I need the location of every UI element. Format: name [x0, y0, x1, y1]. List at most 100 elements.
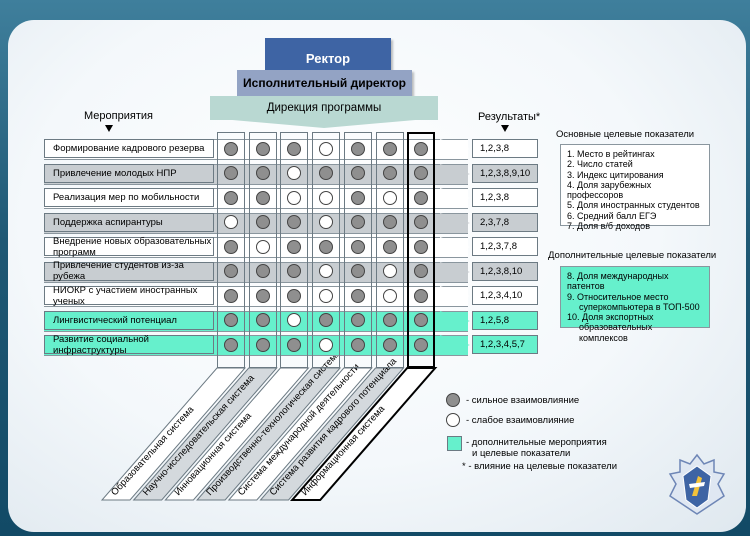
strong-interaction-icon [224, 288, 238, 303]
system-column [375, 132, 404, 368]
strong-interaction-icon [414, 288, 429, 303]
strong-interaction-icon [255, 288, 270, 303]
strong-interaction-icon [350, 337, 365, 352]
system-bar [196, 367, 342, 501]
strong-interaction-icon [350, 313, 365, 327]
system-column [248, 132, 277, 368]
activity-row: Формирование кадрового резерва [44, 139, 214, 158]
indicator-item: 7. Доля в/б доходов [567, 221, 650, 232]
strong-interaction-icon [224, 264, 238, 278]
weak-interaction-icon [319, 141, 334, 156]
row-arrow-icon [440, 237, 470, 257]
activity-row: Поддержка аспирантуры [44, 212, 214, 232]
strong-interaction-icon [319, 166, 334, 180]
additional-indicators-box: 8. Доля международных патентов 9. Относи… [560, 266, 710, 343]
strong-interaction-icon [414, 239, 429, 254]
system-bar [259, 367, 405, 501]
strong-interaction-icon [287, 264, 302, 278]
weak-interaction-icon [287, 166, 302, 180]
strong-interaction-icon [287, 239, 302, 254]
system-column [280, 132, 309, 368]
strong-interaction-icon [224, 166, 238, 180]
legend-strong-label: - сильное взаимовлияние [466, 395, 580, 406]
result-cell: 2,3,7,8 [472, 212, 538, 232]
legend-additional-label-2: и целевые показатели [472, 448, 571, 459]
strong-interaction-icon [414, 215, 429, 229]
row-arrow-icon [440, 163, 470, 184]
row-arrow-icon [440, 188, 470, 208]
strong-interaction-icon [382, 141, 397, 156]
strong-interaction-icon [224, 337, 238, 352]
weak-interaction-icon [319, 264, 334, 278]
legend-asterisk-label: * - влияние на целевые показатели [462, 461, 617, 472]
activities-header: Мероприятия [84, 110, 153, 122]
indicator-item: 1. Место в рейтингах [567, 149, 655, 159]
activity-row: Привлечение студентов из-за рубежа [44, 260, 214, 282]
additional-indicators-title: Дополнительные целевые показатели [548, 250, 717, 261]
activity-row: Лингвистический потенциал [44, 310, 214, 330]
executive-director-box: Исполнительный директор [237, 70, 412, 96]
indicator-item: 8. Доля международных патентов [567, 271, 669, 292]
weak-interaction-icon [319, 190, 334, 205]
main-indicators-title: Основные целевые показатели [556, 129, 695, 140]
system-bar [100, 367, 247, 501]
system-bar [164, 367, 310, 501]
system-bar [227, 367, 373, 501]
result-cell: 1,2,5,8 [472, 310, 538, 330]
weak-interaction-icon [382, 288, 397, 303]
strong-interaction-icon [319, 313, 334, 327]
indicator-item: 5. Доля иностранных студентов [567, 200, 700, 211]
strong-interaction-icon [382, 313, 397, 327]
strong-interaction-icon [382, 166, 397, 180]
activity-row: Реализация мер по мобильности [44, 188, 214, 207]
strong-interaction-icon [255, 215, 270, 229]
directorate-arrow [210, 118, 438, 128]
indicator-item: 9. Относительное место [567, 291, 669, 302]
strong-interaction-icon [414, 166, 429, 180]
strong-interaction-icon [414, 141, 429, 156]
activity-row: Внедрение новых образовательных программ [44, 236, 214, 258]
result-cell: 1,2,3,7,8 [472, 237, 538, 256]
strong-interaction-icon [350, 264, 365, 278]
weak-interaction-icon [255, 239, 270, 254]
system-column [312, 132, 341, 368]
indicator-item: 10. Доля экспортных [567, 312, 654, 323]
result-cell: 1,2,3,4,5,7 [472, 335, 538, 354]
system-bar [290, 367, 438, 501]
legend-strong-icon [446, 393, 460, 407]
result-cell: 1,2,3,4,10 [472, 286, 538, 305]
indicator-item: образовательных комплексов [579, 322, 653, 343]
strong-interaction-icon [382, 239, 397, 254]
activity-row: Привлечение молодых НПР [44, 163, 214, 183]
indicator-item: 2. Число статей [567, 159, 633, 170]
weak-interaction-icon [382, 264, 397, 278]
result-cell: 1,2,3,8,10 [472, 261, 538, 281]
strong-interaction-icon [382, 215, 397, 229]
system-column [407, 132, 436, 368]
strong-interaction-icon [255, 313, 270, 327]
legend-additional-label: - дополнительные мероприятия [466, 437, 607, 448]
strong-interaction-icon [287, 288, 302, 303]
strong-interaction-icon [224, 239, 238, 254]
main-indicators-box: 1. Место в рейтингах 2. Число статей 3. … [560, 144, 710, 231]
results-arrow-icon [501, 125, 509, 132]
legend-weak-label: - слабое взаимовлияние [466, 415, 575, 426]
row-arrow-icon [440, 261, 470, 282]
row-arrow-icon [440, 310, 470, 331]
strong-interaction-icon [414, 313, 429, 327]
strong-interaction-icon [414, 264, 429, 278]
row-arrow-icon [440, 286, 470, 306]
strong-interaction-icon [255, 337, 270, 352]
strong-interaction-icon [255, 190, 270, 205]
result-cell: 1,2,3,8,9,10 [472, 163, 538, 183]
strong-interaction-icon [224, 141, 238, 156]
results-header: Результаты* [478, 111, 541, 123]
strong-interaction-icon [255, 166, 270, 180]
weak-interaction-icon [224, 215, 238, 229]
university-emblem-icon [668, 453, 726, 515]
weak-interaction-icon [287, 313, 302, 327]
strong-interaction-icon [224, 313, 238, 327]
system-bar [132, 367, 278, 501]
weak-interaction-icon [319, 337, 334, 352]
